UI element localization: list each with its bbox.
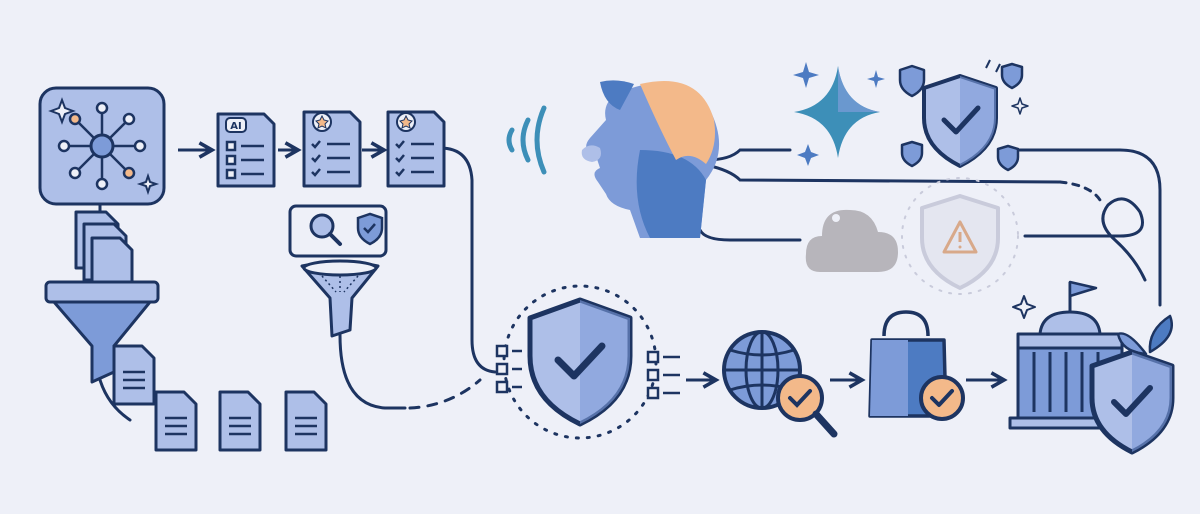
page-icon [154, 390, 198, 452]
cloud-icon [805, 209, 898, 272]
shield-cluster-icon [898, 59, 1029, 172]
leaf-icon [1116, 314, 1173, 356]
head-profile-icon [581, 80, 720, 238]
page-icons [112, 344, 328, 452]
shopping-bag-check-icon [868, 310, 965, 421]
connector-lines [94, 146, 1162, 422]
star-checklist-icon [302, 110, 362, 188]
small-funnel-icon [300, 259, 380, 338]
warning-shield-icon [901, 177, 1019, 295]
search-shield-icon [288, 204, 388, 258]
page-icon [112, 344, 156, 406]
ai-checklist-icon: AI [216, 112, 276, 188]
flow-arrows [178, 141, 1008, 389]
network-hub-icon [38, 86, 166, 206]
page-icon [218, 390, 262, 452]
star-checklist-icon [386, 110, 446, 188]
page-icon [284, 390, 328, 452]
final-shield-icon [1089, 349, 1175, 455]
funnel-icon [44, 280, 160, 384]
ai-badge-label: AI [230, 121, 241, 132]
sound-wave-icon [506, 105, 547, 175]
central-shield-icon [495, 284, 680, 440]
sparkle-icon [793, 62, 885, 166]
document-stack-icon [74, 210, 134, 292]
globe-search-icon [722, 330, 838, 438]
